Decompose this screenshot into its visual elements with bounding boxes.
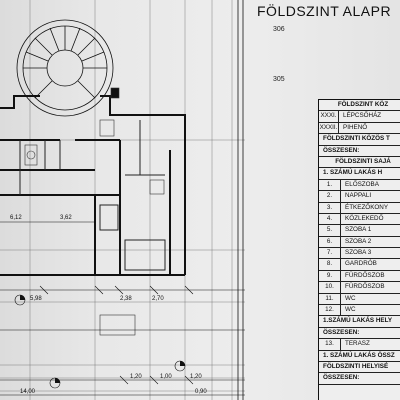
dimension-label: 2,70 <box>152 296 164 302</box>
dimension-lines <box>0 221 245 396</box>
room-name: KÖZLEKEDŐ <box>345 214 384 222</box>
room-name: FÜRDŐSZOB <box>345 271 385 279</box>
terrace-total-row: 1. SZÁMÚ LAKÁS ÖSSZ <box>319 351 400 362</box>
room-name: WC <box>345 294 356 302</box>
table-row: 4. KÖZLEKEDŐ <box>319 213 400 226</box>
dimension-label: 5,98 <box>30 296 42 302</box>
apartment-header: 1. SZÁMÚ LAKÁS H <box>319 168 400 180</box>
row-number: 3. <box>319 202 341 213</box>
level-mark-306: 306 <box>273 26 285 33</box>
room-name: SZOBA 3 <box>345 249 372 257</box>
room-name: FÜRDŐSZOB <box>345 283 385 291</box>
row-number: 6. <box>319 236 341 248</box>
room-name: ÉTKEZŐKONY <box>345 203 389 211</box>
room-schedule-table: FÖLDSZINT KÖZ XXXI. LÉPCSŐHÁZ XXXII. PIHEN… <box>318 99 400 400</box>
table-row: 1. ELŐSZOBA <box>319 179 400 192</box>
row-number: 8. <box>319 259 341 270</box>
table-row: 6. SZOBA 2 <box>319 236 400 249</box>
spiral-staircase <box>16 19 114 117</box>
row-number: 4. <box>319 213 341 225</box>
table-row: XXXII. PIHENŐ <box>319 122 400 135</box>
dimension-label: 1,20 <box>130 374 142 380</box>
room-name: SZOBA 1 <box>345 226 372 234</box>
room-name: LÉPCSŐHÁZ <box>343 112 382 120</box>
table-header: FÖLDSZINT KÖZ <box>319 100 400 112</box>
table-row: XXXI. LÉPCSŐHÁZ <box>319 111 400 123</box>
room-name: PIHENŐ <box>343 123 368 131</box>
room-name: NAPPALI <box>345 192 372 200</box>
apartment-total-row: 1.SZÁMÚ LAKÁS HELY <box>319 316 400 328</box>
dimension-label: 14,00 <box>20 389 36 395</box>
room-name: WC <box>345 306 356 314</box>
floor-total-label: ÖSSZESEN: <box>319 373 400 385</box>
dimension-label: 3,62 <box>60 215 72 221</box>
common-total-row: FÖLDSZINTI KÖZÖS T <box>319 134 400 146</box>
row-number: XXXI. <box>319 111 339 122</box>
dimension-label: 1,00 <box>160 374 172 380</box>
elevation-markers <box>14 294 186 389</box>
row-number: 7. <box>319 248 341 259</box>
floor-plan-drawing: 6,12 3,62 5,98 2,38 2,70 1,20 1,00 1,20 … <box>0 0 245 400</box>
dimension-label: 1,20 <box>190 374 202 380</box>
row-number: 13. <box>319 339 341 350</box>
room-name: SZOBA 2 <box>345 237 372 245</box>
table-row: 8. GARDRÓB <box>319 259 400 271</box>
floor-total-row: FÖLDSZINTI HELYISÉ <box>319 362 400 374</box>
apartment-total-label: ÖSSZESEN: <box>319 328 400 340</box>
exterior-walls <box>0 95 186 276</box>
room-name: ELŐSZOBA <box>345 180 379 188</box>
table-row: 11. WC <box>319 293 400 306</box>
table-row: 13. TERASZ <box>319 339 400 351</box>
row-number: 2. <box>319 191 341 202</box>
interior-walls <box>19 120 166 271</box>
dimension-label: 2,38 <box>120 296 132 302</box>
row-number: 9. <box>319 270 341 282</box>
common-total-label: ÖSSZESEN: <box>319 146 400 157</box>
row-number: 11. <box>319 293 341 304</box>
table-row: 7. SZOBA 3 <box>319 248 400 260</box>
row-number: 10. <box>319 282 341 293</box>
dimension-label: 0,90 <box>195 389 207 395</box>
level-mark-305: 305 <box>273 76 285 83</box>
table-row: 9. FÜRDŐSZOB <box>319 270 400 283</box>
row-number: 1. <box>319 179 341 191</box>
table-row: 2. NAPPALI <box>319 191 400 203</box>
fixtures <box>24 87 165 336</box>
row-number: 12. <box>319 305 341 316</box>
room-name: TERASZ <box>345 340 370 348</box>
row-number: XXXII. <box>319 122 339 134</box>
table-row: 10. FÜRDŐSZOB <box>319 282 400 294</box>
table-row: 5. SZOBA 1 <box>319 225 400 237</box>
table-row: 12. WC <box>319 305 400 317</box>
dimension-label: 6,12 <box>10 215 22 221</box>
drawing-title: FÖLDSZINT ALAPR <box>257 3 392 19</box>
row-number: 5. <box>319 225 341 236</box>
section-header: FÖLDSZINTI SAJÁ <box>319 157 400 169</box>
room-name: GARDRÓB <box>345 260 377 268</box>
sheet-border <box>237 0 244 400</box>
grid-lines <box>0 0 245 400</box>
table-row: 3. ÉTKEZŐKONY <box>319 202 400 214</box>
